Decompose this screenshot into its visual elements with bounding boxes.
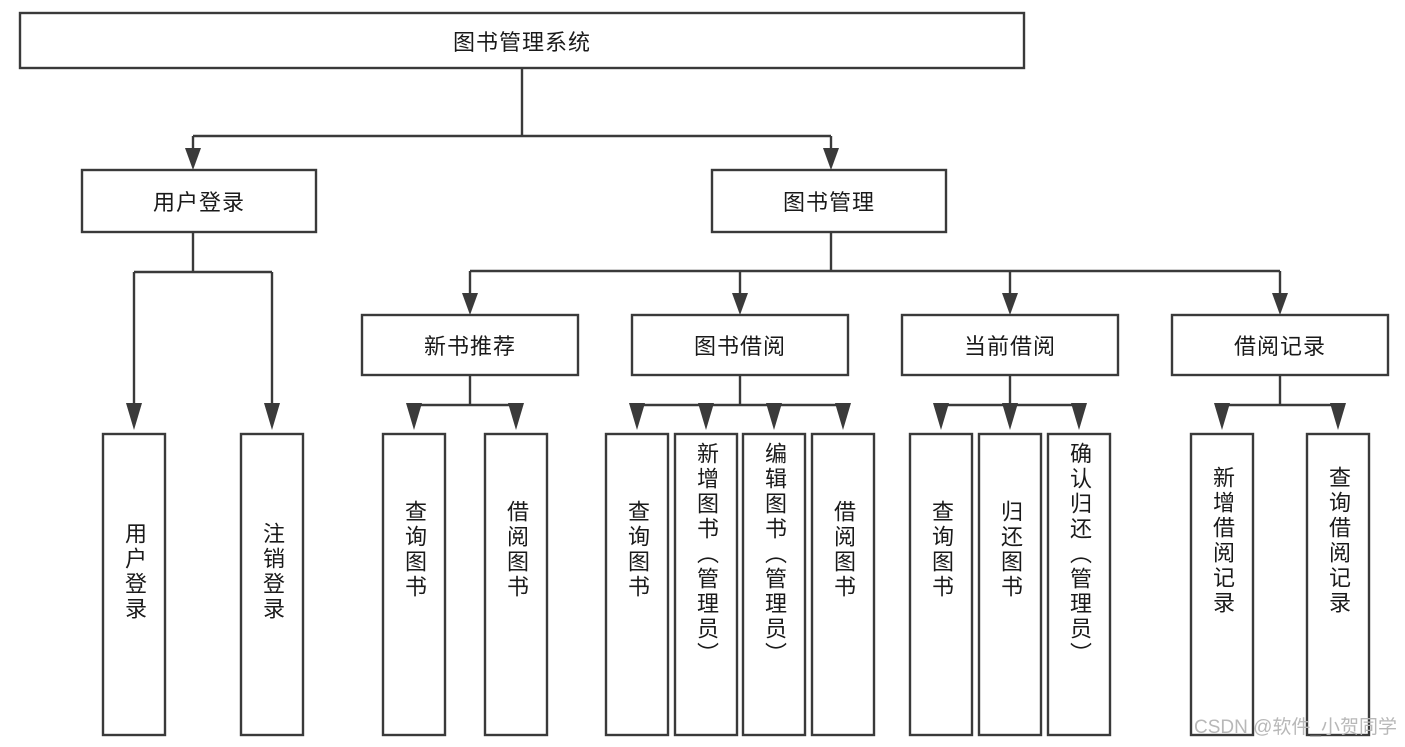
arrowhead-user-login [185,148,201,170]
node-box-leaf-logout[interactable] [239,432,305,737]
node-box-book-borrow[interactable] [630,313,850,377]
node-box-new-book-recommend[interactable] [360,313,580,377]
arrowhead-new-book-recommend [462,293,478,315]
arrowhead-leaf-query-book-1 [406,403,422,430]
connector-group-new-book-recommend [406,375,524,430]
arrowhead-leaf-user-login [126,403,142,430]
arrowhead-leaf-edit-book [766,403,782,430]
node-box-leaf-add-record[interactable] [1189,432,1255,737]
node-box-leaf-user-login[interactable] [101,432,167,737]
node-box-leaf-query-book-3[interactable] [908,432,974,737]
arrowhead-leaf-query-book-2 [629,403,645,430]
connector-group-root [185,68,839,170]
arrowhead-leaf-query-book-3 [933,403,949,430]
connector-group-user-login [126,232,280,430]
node-box-user-login[interactable] [80,168,318,234]
node-box-leaf-confirm-return[interactable] [1046,432,1112,737]
arrowhead-leaf-logout [264,403,280,430]
connector-group-book-management [462,232,1288,315]
arrowhead-borrow-record [1272,293,1288,315]
node-box-book-management[interactable] [710,168,948,234]
node-box-borrow-record[interactable] [1170,313,1390,377]
node-box-current-borrow[interactable] [900,313,1120,377]
node-box-leaf-borrow-book-2[interactable] [810,432,876,737]
arrowhead-leaf-add-book [698,403,714,430]
node-box-root[interactable] [18,11,1026,70]
node-box-leaf-query-record[interactable] [1305,432,1371,737]
node-box-leaf-edit-book[interactable] [741,432,807,737]
connector-group-current-borrow [933,375,1087,430]
node-box-leaf-query-book-1[interactable] [381,432,447,737]
node-box-leaf-return-book[interactable] [977,432,1043,737]
arrowhead-book-management [823,148,839,170]
node-box-leaf-borrow-book-1[interactable] [483,432,549,737]
arrowhead-book-borrow [732,293,748,315]
node-box-leaf-add-book[interactable] [673,432,739,737]
connector-group-borrow-record [1214,375,1346,430]
arrowhead-leaf-return-book [1002,403,1018,430]
arrowhead-current-borrow [1002,293,1018,315]
arrowhead-leaf-query-record [1330,403,1346,430]
arrowhead-leaf-add-record [1214,403,1230,430]
connector-group-book-borrow [629,375,851,430]
node-box-leaf-query-book-2[interactable] [604,432,670,737]
arrowhead-leaf-confirm-return [1071,403,1087,430]
arrowhead-leaf-borrow-book-1 [508,403,524,430]
arrowhead-leaf-borrow-book-2 [835,403,851,430]
